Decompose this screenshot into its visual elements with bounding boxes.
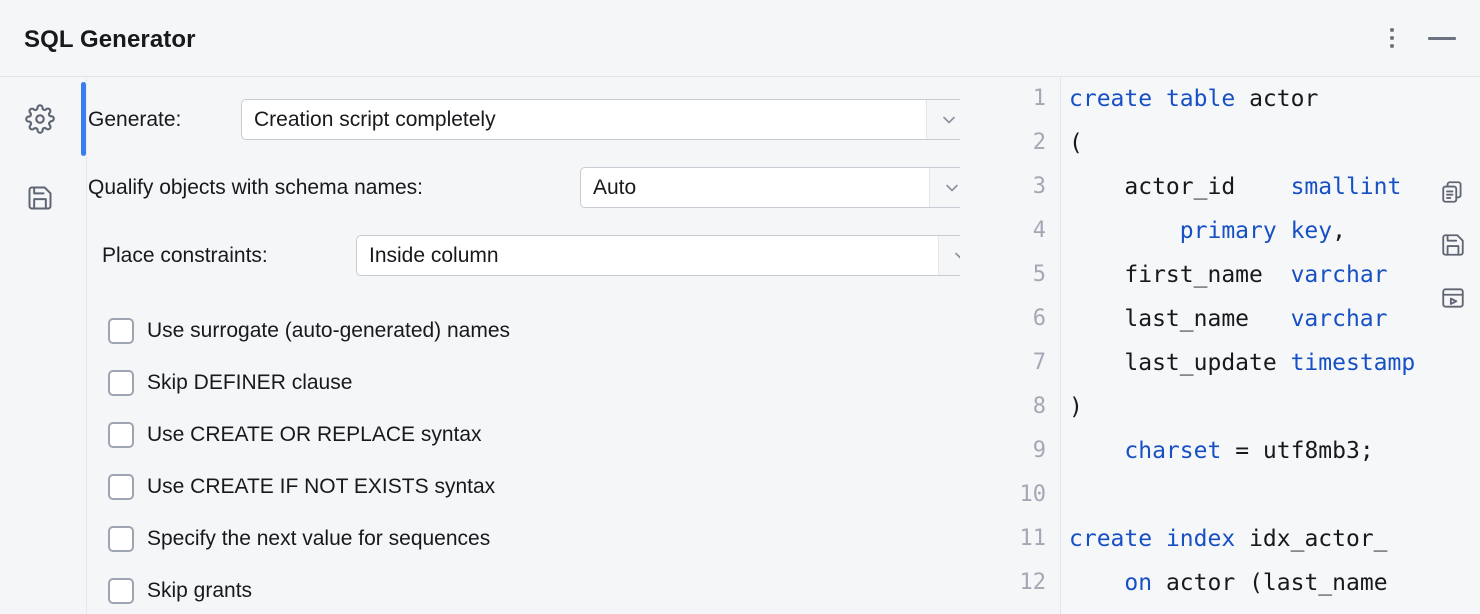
- generate-select[interactable]: Creation script completely: [241, 99, 971, 140]
- code-line: on actor (last_name: [1061, 561, 1480, 605]
- qualify-select[interactable]: Auto: [580, 167, 974, 208]
- line-number: 3: [1032, 174, 1046, 199]
- qualify-select-value: Auto: [593, 175, 637, 199]
- line-number: 6: [1032, 306, 1046, 331]
- checkbox-label: Specify the next value for sequences: [147, 527, 491, 550]
- checkbox-label: Skip DEFINER clause: [147, 371, 353, 394]
- code-line-text: on actor (last_name: [1124, 570, 1388, 596]
- code-line-text: first_name varchar: [1124, 262, 1388, 288]
- code-line: primary key,: [1061, 209, 1480, 253]
- code-line: first_name varchar: [1061, 253, 1480, 297]
- options-scrollbar-thumb[interactable]: [81, 82, 86, 156]
- code-line: actor_id smallint: [1061, 165, 1480, 209]
- option-row-generate: Generate: Creation script completely: [88, 99, 971, 140]
- generate-label: Generate:: [88, 107, 182, 131]
- checkbox-box[interactable]: [108, 474, 134, 500]
- checkbox-skip-definer-clause[interactable]: Skip DEFINER clause: [108, 357, 510, 409]
- generate-select-value: Creation script completely: [254, 107, 496, 131]
- code-line-text: actor_id smallint: [1124, 174, 1402, 200]
- code-line-text: charset = utf8mb3;: [1124, 438, 1374, 464]
- editor-toolbar: [1436, 175, 1470, 315]
- qualify-label: Qualify objects with schema names:: [88, 175, 423, 199]
- run-script-icon[interactable]: [1436, 281, 1470, 315]
- copy-icon[interactable]: [1436, 175, 1470, 209]
- checkbox-label: Use CREATE OR REPLACE syntax: [147, 423, 482, 446]
- checkbox-box[interactable]: [108, 422, 134, 448]
- code-line: ): [1061, 385, 1480, 429]
- place-constraints-select-value: Inside column: [369, 243, 499, 267]
- checkbox-label: Skip grants: [147, 579, 253, 602]
- code-line-text: last_update timestamp: [1124, 350, 1416, 376]
- place-constraints-select[interactable]: Inside column: [356, 235, 983, 276]
- checkbox-use-surrogate-names[interactable]: Use surrogate (auto-generated) names: [108, 305, 510, 357]
- code-line: [1061, 473, 1480, 517]
- floppy-disk-icon[interactable]: [1436, 228, 1470, 262]
- line-number: 11: [1019, 526, 1047, 551]
- code-line-text: last_name varchar: [1124, 306, 1388, 332]
- code-line: last_update timestamp: [1061, 341, 1480, 385]
- code-line-text: ): [1069, 394, 1083, 420]
- line-number: 4: [1032, 218, 1046, 243]
- line-number: 2: [1032, 130, 1046, 155]
- sql-code-editor[interactable]: create table actor ( actor_id smallint p…: [1060, 77, 1480, 614]
- line-number: 12: [1019, 570, 1047, 595]
- code-line: charset = utf8mb3;: [1061, 429, 1480, 473]
- options-scrollbar-track[interactable]: [80, 77, 87, 614]
- checkbox-create-or-replace[interactable]: Use CREATE OR REPLACE syntax: [108, 409, 510, 461]
- code-line-text: (: [1069, 130, 1083, 156]
- checkbox-specify-next-value-sequences[interactable]: Specify the next value for sequences: [108, 513, 510, 565]
- line-number: 9: [1032, 438, 1046, 463]
- gear-icon[interactable]: [22, 101, 58, 137]
- checkbox-box[interactable]: [108, 318, 134, 344]
- place-constraints-label: Place constraints:: [102, 243, 268, 267]
- code-line: create table actor: [1061, 77, 1480, 121]
- options-panel: Generate: Creation script completely Qua…: [88, 77, 1060, 614]
- line-number: 7: [1032, 350, 1046, 375]
- checkbox-skip-grants[interactable]: Skip grants: [108, 565, 510, 614]
- option-row-place-constraints: Place constraints: Inside column: [88, 235, 983, 276]
- checkbox-create-if-not-exists[interactable]: Use CREATE IF NOT EXISTS syntax: [108, 461, 510, 513]
- checkbox-label: Use surrogate (auto-generated) names: [147, 319, 511, 342]
- checkbox-box[interactable]: [108, 370, 134, 396]
- options-checkbox-list: Use surrogate (auto-generated) names Ski…: [108, 305, 510, 614]
- checkbox-label: Use CREATE IF NOT EXISTS syntax: [147, 475, 496, 498]
- checkbox-box[interactable]: [108, 578, 134, 604]
- code-line-text: create index idx_actor_: [1069, 526, 1388, 552]
- header-actions: [1376, 22, 1458, 54]
- line-number: 5: [1032, 262, 1046, 287]
- left-toolbar: [0, 77, 80, 614]
- code-line-text: create table actor: [1069, 86, 1319, 112]
- code-line-text: primary key,: [1179, 218, 1346, 244]
- window-header: SQL Generator: [0, 0, 1480, 77]
- code-line: last_name varchar: [1061, 297, 1480, 341]
- minimize-icon[interactable]: [1426, 22, 1458, 54]
- editor-line-numbers: 1 2 3 4 5 6 7 8 9 10 11 12: [960, 77, 1060, 614]
- code-line: create index idx_actor_: [1061, 517, 1480, 561]
- checkbox-box[interactable]: [108, 526, 134, 552]
- floppy-disk-icon[interactable]: [22, 180, 58, 216]
- code-lines: create table actor ( actor_id smallint p…: [1061, 77, 1480, 605]
- option-row-qualify-schema: Qualify objects with schema names: Auto: [88, 167, 974, 208]
- code-line: (: [1061, 121, 1480, 165]
- line-number: 8: [1032, 394, 1046, 419]
- page-title: SQL Generator: [24, 26, 196, 53]
- kebab-menu-icon[interactable]: [1376, 22, 1408, 54]
- line-number: 10: [1019, 482, 1047, 507]
- line-number: 1: [1032, 86, 1046, 111]
